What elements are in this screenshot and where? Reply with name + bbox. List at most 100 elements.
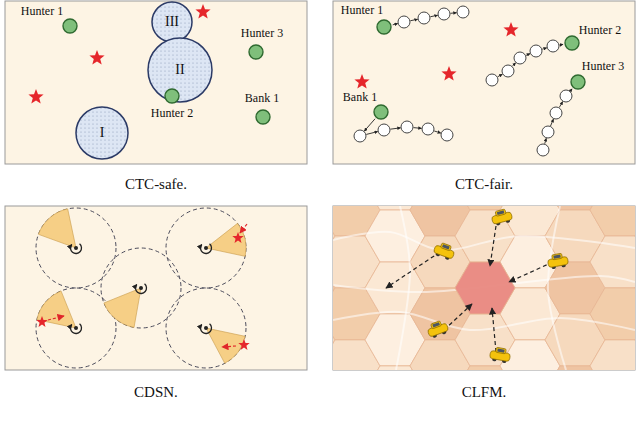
agent-node: Hunter 2 bbox=[564, 35, 580, 51]
sensor-rotation bbox=[136, 284, 147, 294]
trajectory-point bbox=[418, 12, 430, 24]
panel bbox=[5, 1, 307, 164]
trajectory-arrow bbox=[390, 128, 400, 129]
trajectory-point bbox=[502, 65, 514, 77]
trajectory-point bbox=[401, 121, 413, 133]
taxi-move bbox=[492, 308, 496, 352]
panel-caption: CTC-safe. bbox=[125, 176, 187, 193]
obstacle-label: I bbox=[100, 125, 105, 140]
taxi-move bbox=[509, 262, 553, 282]
taxi bbox=[489, 346, 511, 363]
sensor bbox=[74, 246, 78, 250]
agent-node: Hunter 2 bbox=[164, 88, 180, 104]
sensor-range bbox=[166, 288, 246, 368]
obstacle-label: III bbox=[165, 14, 179, 29]
sensor-rotation bbox=[70, 244, 81, 254]
agent-label: Hunter 2 bbox=[579, 24, 621, 37]
panel bbox=[333, 1, 635, 164]
trajectory-arrow bbox=[430, 15, 437, 16]
sensor bbox=[74, 326, 78, 330]
trajectory-point bbox=[550, 107, 562, 119]
obstacle-circle: II bbox=[147, 37, 213, 103]
trajectory-point bbox=[486, 74, 498, 86]
agent-dot bbox=[564, 35, 580, 51]
trajectory-point bbox=[438, 8, 450, 20]
target-motion bbox=[48, 316, 64, 320]
target-star bbox=[354, 74, 369, 89]
sensor bbox=[204, 326, 208, 330]
agent-node: Hunter 3 bbox=[570, 74, 586, 90]
target-motion bbox=[240, 224, 247, 233]
agent-label: Hunter 1 bbox=[21, 5, 63, 18]
panel-caption: CDSN. bbox=[134, 384, 178, 401]
taxi-move bbox=[490, 226, 496, 266]
map-cell bbox=[590, 206, 635, 236]
sensor-view bbox=[206, 328, 245, 363]
trajectory-arrow bbox=[498, 74, 503, 77]
trajectory-point bbox=[457, 6, 469, 18]
trajectory-point bbox=[441, 129, 453, 141]
trajectory-arrow bbox=[526, 54, 530, 56]
agent-dot bbox=[570, 74, 586, 90]
trajectory-arrow bbox=[545, 138, 547, 143]
trajectory-point bbox=[547, 40, 559, 52]
sensor bbox=[204, 246, 208, 250]
sensor-view bbox=[104, 288, 141, 327]
trajectory-point bbox=[530, 45, 542, 57]
sensor-range bbox=[101, 248, 181, 328]
panel-caption: CTC-fair. bbox=[455, 176, 513, 193]
agent-label: Bank 1 bbox=[343, 91, 377, 104]
map-cell bbox=[590, 288, 635, 340]
target-star bbox=[28, 89, 43, 104]
agent-node: Bank 1 bbox=[373, 104, 389, 120]
agent-node: Bank 1 bbox=[255, 109, 271, 125]
agent-label: Hunter 3 bbox=[582, 60, 624, 73]
sensor-range bbox=[36, 288, 116, 368]
trajectory-point bbox=[537, 144, 549, 156]
trajectory-arrow bbox=[551, 119, 554, 126]
panel-caption: CLFM. bbox=[462, 384, 507, 401]
target-motion bbox=[222, 346, 236, 347]
trajectory-point bbox=[542, 126, 554, 138]
map-road bbox=[333, 312, 635, 330]
taxi-move bbox=[444, 304, 472, 330]
trajectory-arrow bbox=[366, 132, 377, 135]
sensor-view bbox=[206, 223, 246, 256]
target-star bbox=[36, 316, 47, 327]
target-star bbox=[195, 4, 210, 19]
taxi bbox=[432, 241, 456, 261]
sensor-range bbox=[36, 208, 116, 288]
hot-cell bbox=[455, 262, 515, 314]
panel bbox=[5, 206, 307, 370]
map-road bbox=[333, 232, 635, 250]
trajectory-arrow bbox=[559, 102, 562, 108]
obstacle-label: II bbox=[175, 62, 184, 77]
agent-dot bbox=[255, 109, 271, 125]
agent-dot bbox=[62, 18, 78, 34]
trajectory-arrow bbox=[570, 89, 572, 91]
sensor bbox=[139, 286, 143, 290]
trajectory-arrow bbox=[450, 12, 456, 14]
target-star bbox=[89, 50, 104, 65]
trajectory-point bbox=[398, 16, 410, 28]
trajectory-arrow bbox=[393, 24, 398, 25]
trajectory-point bbox=[422, 123, 434, 135]
target-star bbox=[238, 339, 249, 350]
trajectory-arrow bbox=[410, 19, 417, 20]
agent-dot bbox=[376, 19, 392, 35]
taxi-move bbox=[386, 252, 440, 288]
map-road bbox=[396, 206, 410, 370]
sensor-rotation bbox=[71, 324, 82, 334]
panel bbox=[333, 206, 635, 370]
agent-dot bbox=[373, 104, 389, 120]
sensor-rotation bbox=[201, 244, 212, 254]
target-star bbox=[503, 22, 518, 37]
sensor-view bbox=[38, 209, 76, 248]
agent-label: Bank 1 bbox=[245, 92, 279, 105]
trajectory-point bbox=[354, 130, 366, 142]
agent-label: Hunter 1 bbox=[341, 4, 383, 17]
taxi bbox=[426, 319, 450, 339]
trajectory-arrow bbox=[512, 63, 515, 66]
agent-dot bbox=[164, 88, 180, 104]
trajectory-point bbox=[378, 124, 390, 136]
